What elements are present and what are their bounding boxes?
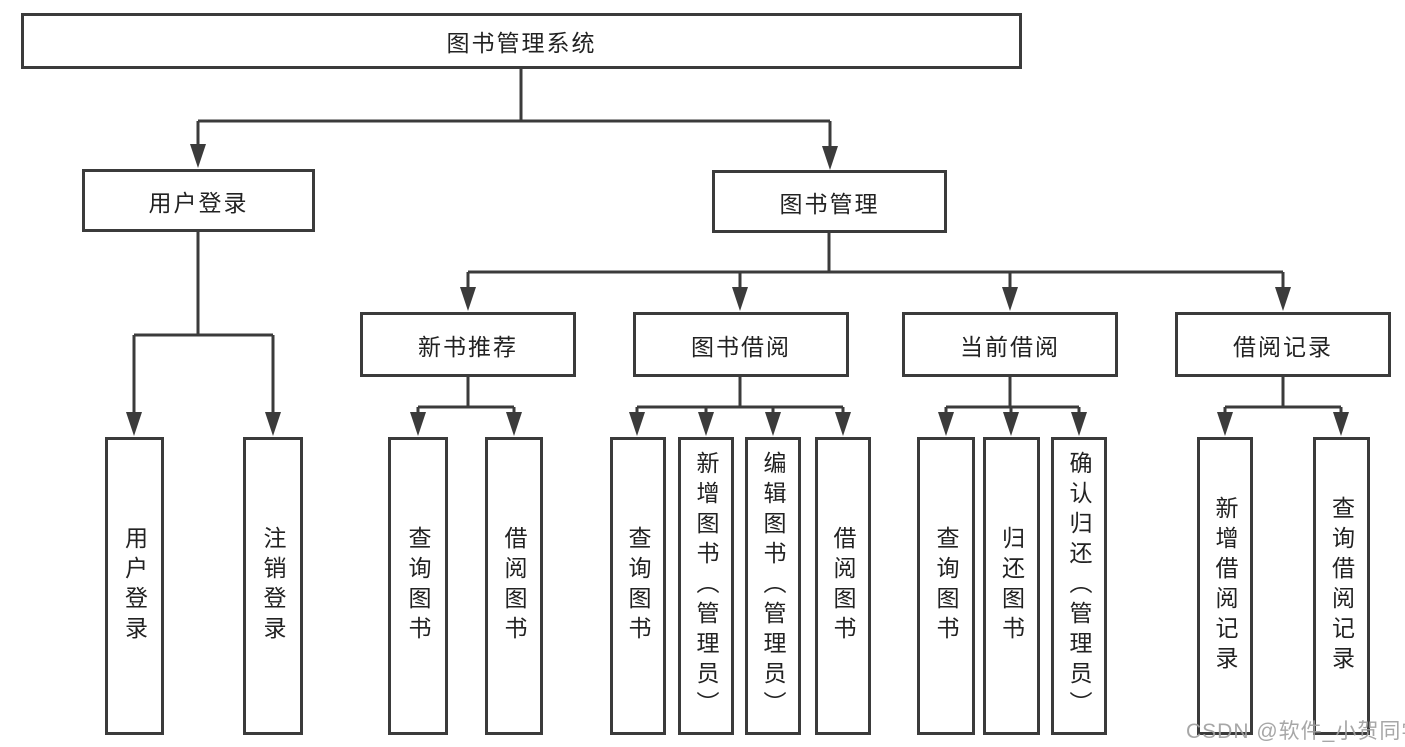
leaf-confirm-return-admin: 确认归还（管理员） <box>1051 437 1107 735</box>
leaf-borrow-books-recommend: 借阅图书 <box>485 437 543 735</box>
node-new-book-recommend: 新书推荐 <box>360 312 576 377</box>
node-current-borrowing: 当前借阅 <box>902 312 1118 377</box>
leaf-return-book: 归还图书 <box>983 437 1040 735</box>
node-borrowing-records: 借阅记录 <box>1175 312 1391 377</box>
leaf-query-borrow-record: 查询借阅记录 <box>1313 437 1370 735</box>
node-book-management: 图书管理 <box>712 170 947 233</box>
node-library-system: 图书管理系统 <box>21 13 1022 69</box>
leaf-query-books-recommend: 查询图书 <box>388 437 448 735</box>
leaf-query-books-current: 查询图书 <box>917 437 975 735</box>
csdn-watermark: CSDN @软件_小贺同学 <box>1186 720 1405 743</box>
leaf-add-book-admin: 新增图书（管理员） <box>678 437 734 735</box>
node-book-borrowing: 图书借阅 <box>633 312 849 377</box>
leaf-user-login: 用户登录 <box>105 437 164 735</box>
leaf-edit-book-admin: 编辑图书（管理员） <box>745 437 801 735</box>
leaf-logout: 注销登录 <box>243 437 303 735</box>
leaf-query-books-borrowing: 查询图书 <box>610 437 666 735</box>
leaf-borrow-books-borrowing: 借阅图书 <box>815 437 871 735</box>
leaf-add-borrow-record: 新增借阅记录 <box>1197 437 1253 735</box>
node-user-login: 用户登录 <box>82 169 315 232</box>
